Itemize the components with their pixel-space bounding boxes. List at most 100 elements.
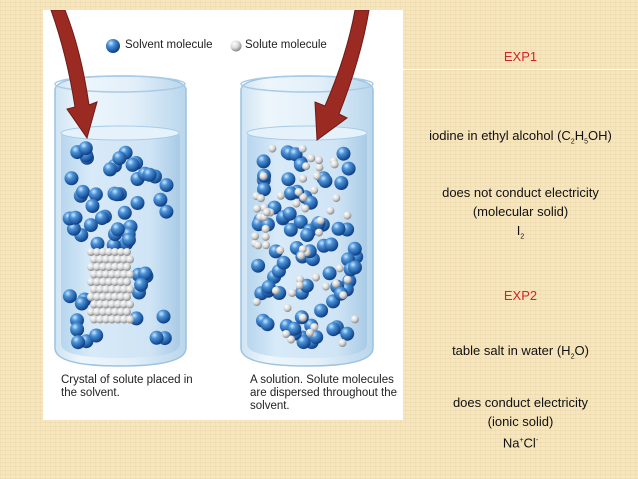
solute-molecule	[111, 263, 119, 271]
solvent-molecule	[276, 255, 291, 270]
solvent-molecule	[251, 258, 266, 273]
solvent-legend-icon	[106, 39, 120, 53]
exp1-description: iodine in ethyl alcohol (C2H5OH)	[429, 128, 612, 146]
solute-molecule	[114, 255, 122, 264]
solute-molecule	[120, 270, 128, 279]
solvent-molecule	[75, 184, 90, 199]
solute-molecule	[316, 216, 325, 225]
solvent-molecule	[74, 296, 89, 311]
solute-molecule	[256, 194, 265, 203]
solute-molecule	[117, 278, 125, 286]
solute-molecule	[261, 224, 270, 233]
solute-molecule	[299, 174, 308, 183]
solute-molecule	[105, 308, 113, 316]
solute-molecule	[114, 270, 122, 279]
solute-molecule	[271, 286, 280, 295]
solute-molecule	[114, 285, 122, 294]
solute-molecule	[298, 313, 307, 322]
solvent-molecule	[117, 205, 132, 220]
solvent-molecule	[138, 266, 153, 281]
solute-molecule	[99, 308, 107, 316]
solvent-molecule	[95, 211, 109, 226]
right-pour-arrow	[314, 10, 370, 141]
solute-molecule	[99, 263, 107, 271]
solute-molecule	[96, 300, 104, 309]
solute-molecule	[305, 328, 314, 337]
solute-molecule	[332, 279, 341, 288]
solvent-molecule	[156, 309, 171, 324]
solvent-legend-label: Solvent molecule	[125, 39, 213, 51]
solute-molecule	[126, 300, 134, 309]
solute-molecule	[90, 285, 98, 294]
solute-molecule	[298, 245, 307, 254]
header-divider	[403, 69, 638, 70]
solute-molecule	[87, 293, 95, 301]
right-caption: A solution. Solute molecules are dispers…	[250, 374, 398, 412]
solute-molecule	[343, 211, 352, 220]
solute-molecule	[254, 241, 262, 250]
solvent-molecule	[130, 196, 145, 210]
solute-molecule	[253, 204, 261, 213]
solvent-molecule	[300, 228, 315, 242]
solute-molecule	[315, 228, 323, 237]
exp2-solid-type: (ionic solid)	[487, 414, 554, 429]
solvent-molecule	[142, 167, 157, 182]
solute-molecule	[99, 293, 107, 301]
solute-molecule	[111, 278, 119, 286]
solute-molecule	[262, 241, 271, 250]
exp1-conduct: does not conduct electricity	[442, 185, 599, 200]
solute-molecule	[123, 248, 131, 256]
exp1-solid-type: (molecular solid)	[472, 204, 569, 219]
solvent-molecule	[110, 222, 125, 237]
solvent-molecule	[88, 187, 103, 202]
solute-molecule	[276, 191, 285, 200]
solute-molecule	[108, 300, 116, 309]
solvent-molecule	[89, 328, 104, 343]
solute-molecule	[105, 263, 113, 271]
solute-molecule	[302, 162, 311, 171]
solvent-molecule	[326, 322, 341, 337]
right-beaker	[240, 75, 374, 367]
solvent-molecule	[299, 278, 314, 293]
solute-molecule	[276, 246, 285, 255]
solvent-molecule	[125, 157, 140, 172]
solvent-molecule	[78, 141, 93, 156]
solute-molecule	[111, 293, 119, 301]
solute-molecule	[335, 264, 344, 273]
solute-molecule	[117, 293, 125, 301]
solvent-molecule	[64, 171, 79, 186]
solute-molecule	[123, 308, 131, 316]
solute-molecule	[251, 232, 259, 241]
solute-molecule	[96, 285, 104, 294]
solute-molecule	[93, 293, 101, 301]
experiments-panel: EXP1 iodine in ethyl alcohol (C2H5OH) do…	[403, 0, 638, 479]
solute-molecule	[283, 304, 292, 313]
solute-molecule	[105, 278, 113, 286]
solute-molecule	[282, 330, 291, 338]
solute-molecule	[111, 248, 119, 256]
solute-molecule	[87, 248, 95, 256]
solvent-molecule	[283, 186, 298, 201]
solvent-molecule	[293, 214, 308, 229]
solute-molecule	[108, 255, 116, 264]
left-caption: Crystal of solute placed in the solvent.	[61, 374, 193, 399]
exp2-formula: Na+Cl-	[502, 435, 539, 451]
solvent-molecule	[324, 237, 339, 252]
solute-molecule	[339, 291, 348, 300]
solute-molecule	[294, 188, 303, 197]
solute-molecule	[123, 278, 131, 286]
solute-molecule	[102, 300, 110, 309]
solvent-molecule	[85, 199, 100, 213]
solute-molecule	[332, 194, 341, 203]
solute-molecule	[120, 300, 128, 309]
solute-molecule	[126, 315, 134, 324]
solvent-molecule	[341, 161, 356, 176]
solute-molecule	[262, 208, 271, 217]
solute-molecule	[321, 282, 330, 291]
solvent-molecule	[68, 210, 83, 225]
solvent-molecule	[281, 172, 296, 187]
solvent-molecule	[282, 206, 297, 221]
solution-diagram: Solvent molecule Solute molecule Crystal…	[43, 10, 403, 420]
solute-molecule	[117, 308, 125, 316]
beakers-illustration	[50, 10, 374, 367]
